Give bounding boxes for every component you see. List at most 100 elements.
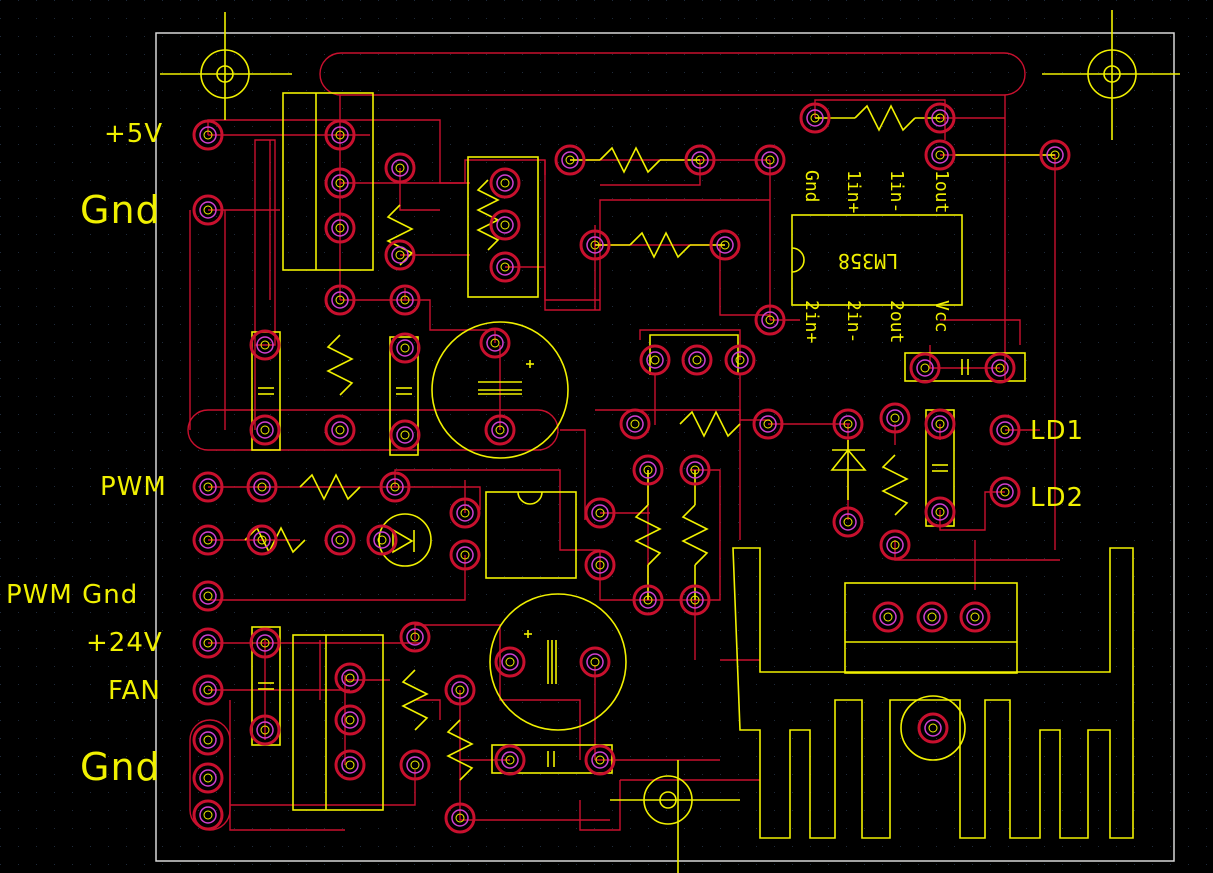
- pad-hole: [935, 150, 945, 160]
- pad: [1039, 139, 1071, 171]
- pad-drill: [916, 359, 934, 377]
- pad: [917, 712, 949, 744]
- label-plus24v: +24V: [86, 628, 163, 658]
- pad: [246, 471, 278, 503]
- pad: [489, 251, 521, 283]
- pad: [192, 627, 224, 659]
- pad: [754, 304, 786, 336]
- pad: [324, 212, 356, 244]
- pad-drill: [199, 531, 217, 549]
- pad: [389, 284, 421, 316]
- pad-hole: [630, 419, 640, 429]
- pad: [989, 414, 1021, 446]
- pad-hole: [377, 535, 387, 545]
- ic-pin-1in-plus: 1in+: [843, 170, 864, 214]
- pad-hole: [490, 338, 500, 348]
- pad: [619, 408, 651, 440]
- pad: [324, 284, 356, 316]
- pad-hole: [203, 685, 213, 695]
- pad-drill: [256, 721, 274, 739]
- pad-drill: [686, 461, 704, 479]
- pad-drill: [253, 478, 271, 496]
- pad-drill: [496, 258, 514, 276]
- pad-drill: [341, 756, 359, 774]
- pad: [684, 144, 716, 176]
- pad-drill: [591, 556, 609, 574]
- pad-hole: [500, 220, 510, 230]
- pad-drill: [406, 628, 424, 646]
- pad-hole: [765, 155, 775, 165]
- pad-drill: [386, 478, 404, 496]
- pad: [872, 601, 904, 633]
- pad-drill: [253, 531, 271, 549]
- ic-name: LM358: [838, 249, 899, 273]
- pad-drill: [886, 409, 904, 427]
- pad-drill: [199, 587, 217, 605]
- pad-drill: [931, 109, 949, 127]
- pad-drill: [591, 504, 609, 522]
- pad-drill: [456, 504, 474, 522]
- pad-hole: [843, 419, 853, 429]
- label-ld1: LD1: [1030, 416, 1085, 446]
- pad: [324, 414, 356, 446]
- pad-drill: [639, 591, 657, 609]
- ic-pin-2in-minus: 2in-: [843, 300, 864, 344]
- pad: [924, 408, 956, 440]
- pad: [379, 471, 411, 503]
- ic-pin-gnd: Gnd: [801, 170, 822, 203]
- pad-hole: [765, 315, 775, 325]
- pad-hole: [395, 163, 405, 173]
- pad-drill: [931, 146, 949, 164]
- label-plus5v: +5V: [104, 119, 164, 149]
- pad-drill: [716, 236, 734, 254]
- pad: [639, 344, 671, 376]
- pad-drill: [686, 591, 704, 609]
- pad-drill: [391, 246, 409, 264]
- pad-hole: [203, 773, 213, 783]
- pad: [192, 674, 224, 706]
- pad-drill: [451, 809, 469, 827]
- pad-hole: [763, 419, 773, 429]
- pad-drill: [199, 634, 217, 652]
- label-pwm-gnd: PWM Gnd: [6, 580, 139, 610]
- pad-hole: [1000, 425, 1010, 435]
- label-fan: FAN: [108, 676, 161, 706]
- pad-drill: [761, 311, 779, 329]
- pad-drill: [626, 415, 644, 433]
- pad-drill: [931, 503, 949, 521]
- pad-drill: [486, 334, 504, 352]
- pad-hole: [595, 508, 605, 518]
- pad-hole: [400, 430, 410, 440]
- pad: [752, 408, 784, 440]
- pad-hole: [1050, 150, 1060, 160]
- pad: [724, 344, 756, 376]
- pad-hole: [345, 760, 355, 770]
- pad-hole: [690, 465, 700, 475]
- pad-drill: [886, 536, 904, 554]
- pad: [489, 167, 521, 199]
- pad-drill: [991, 359, 1009, 377]
- pad-drill: [341, 669, 359, 687]
- pad-drill: [501, 751, 519, 769]
- pad-hole: [395, 250, 405, 260]
- pad-hole: [335, 295, 345, 305]
- pad-drill: [256, 336, 274, 354]
- pad-drill: [199, 731, 217, 749]
- pad-hole: [595, 755, 605, 765]
- pad-hole: [203, 638, 213, 648]
- pad-hole: [257, 482, 267, 492]
- pad-drill: [331, 421, 349, 439]
- pad-hole: [720, 240, 730, 250]
- pad-drill: [586, 653, 604, 671]
- pad: [679, 584, 711, 616]
- pad: [249, 714, 281, 746]
- pad: [909, 352, 941, 384]
- pad-drill: [931, 415, 949, 433]
- pad-hole: [690, 595, 700, 605]
- pad-hole: [345, 715, 355, 725]
- pad-hole: [590, 240, 600, 250]
- pad-hole: [335, 130, 345, 140]
- pad: [832, 506, 864, 538]
- pad: [192, 194, 224, 226]
- pad-drill: [331, 126, 349, 144]
